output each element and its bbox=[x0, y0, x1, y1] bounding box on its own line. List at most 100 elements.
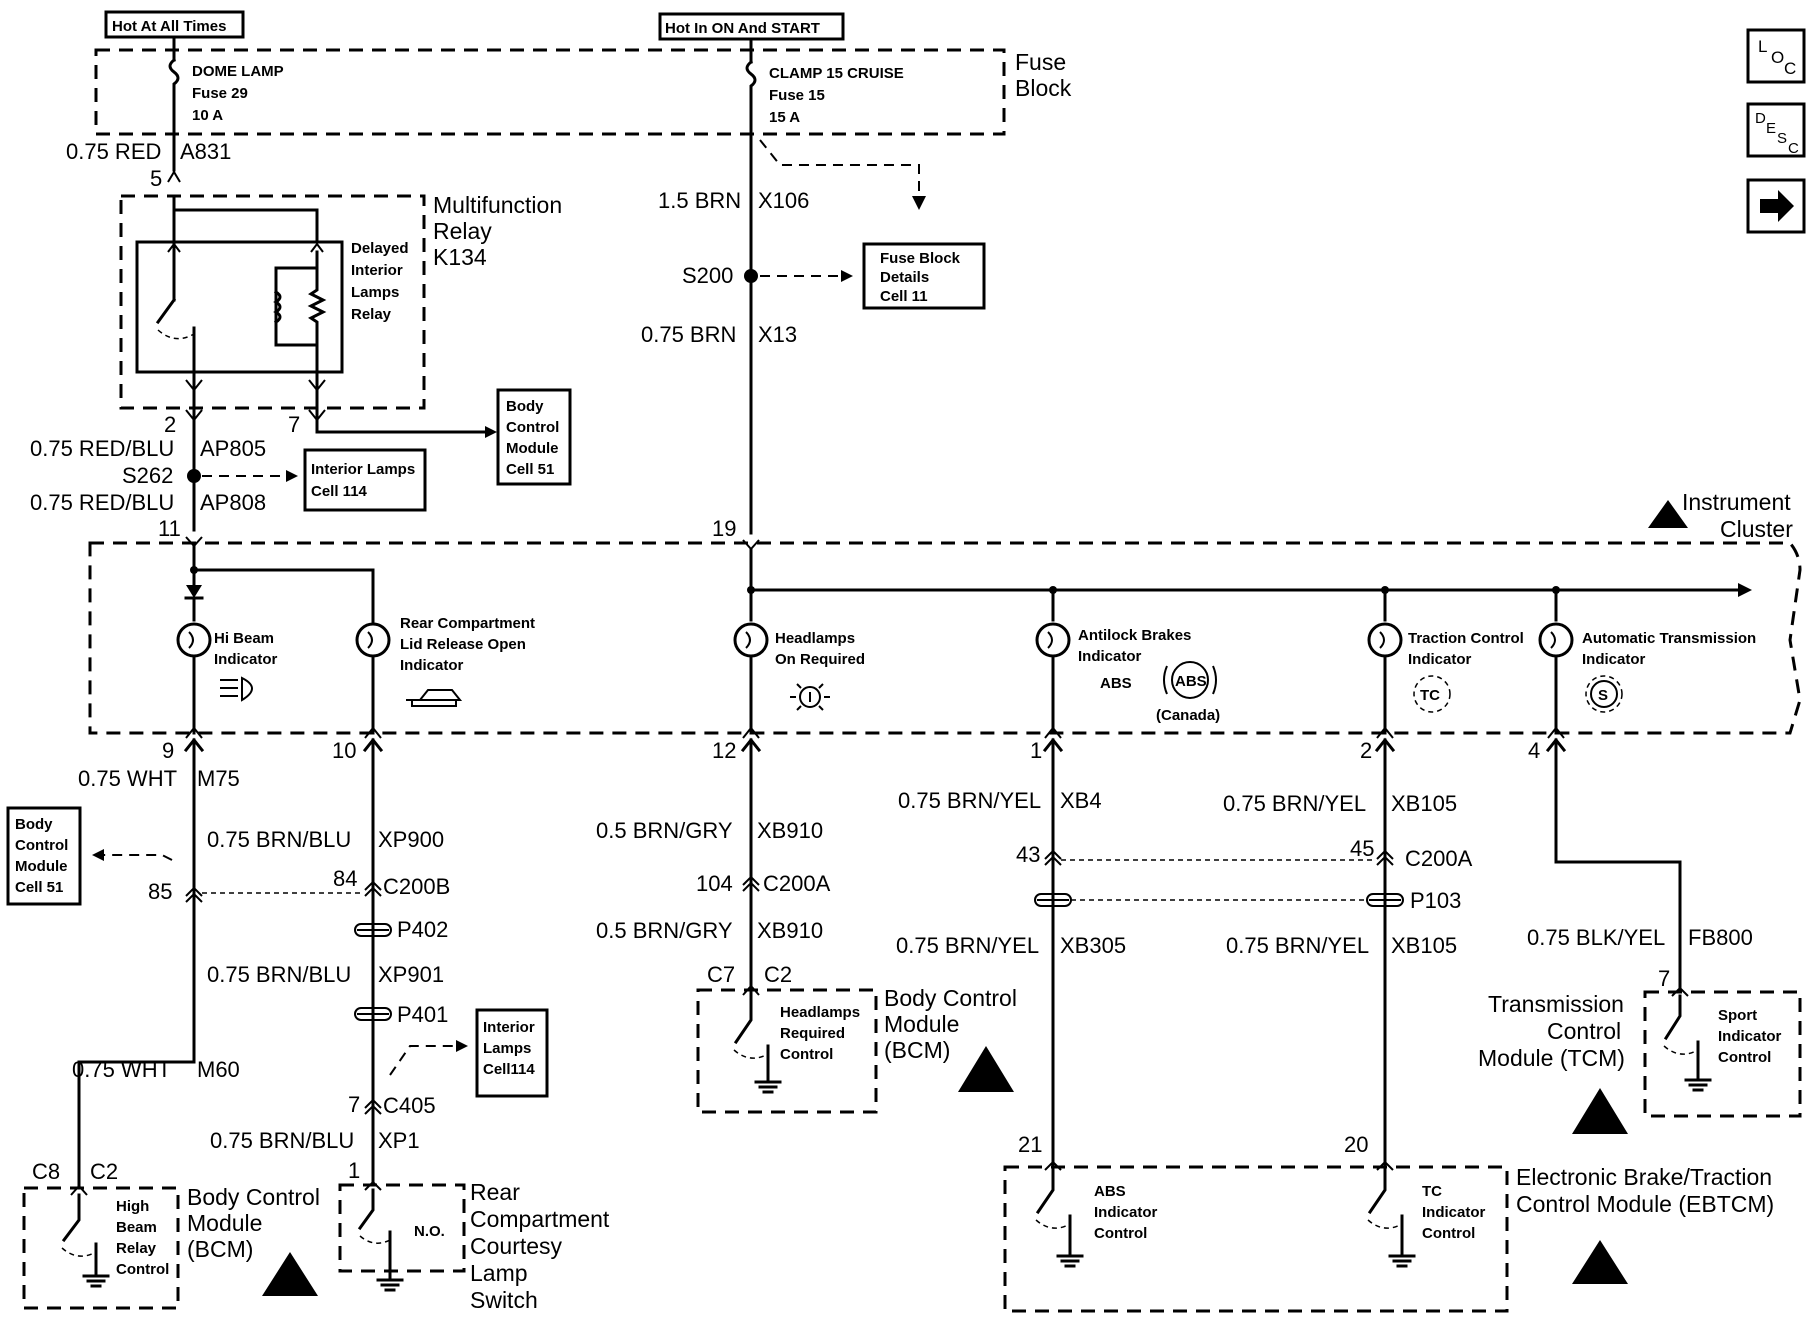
svg-text:21: 21 bbox=[1018, 1132, 1042, 1157]
svg-text:85: 85 bbox=[148, 879, 172, 904]
svg-text:Relay: Relay bbox=[351, 306, 392, 323]
svg-text:ABS: ABS bbox=[1175, 673, 1207, 690]
desc-button[interactable]: D E S C bbox=[1746, 102, 1806, 158]
instrument-cluster-outline bbox=[88, 541, 1802, 735]
svg-text:Beam: Beam bbox=[116, 1219, 157, 1236]
svg-text:(BCM): (BCM) bbox=[187, 1236, 253, 1262]
svg-text:XB4: XB4 bbox=[1060, 788, 1102, 813]
svg-text:19: 19 bbox=[712, 516, 736, 541]
svg-text:15 A: 15 A bbox=[769, 109, 800, 126]
relay-feed-wire bbox=[172, 194, 319, 244]
tcm-outline bbox=[1643, 990, 1802, 1118]
multifunction-relay-label: Multifunction Relay K134 bbox=[433, 192, 562, 270]
svg-text:7: 7 bbox=[1658, 966, 1670, 991]
wire-xb305: 0.75 BRN/YEL XB305 bbox=[896, 933, 1126, 958]
traction-control-indicator: Traction Control Indicator TC bbox=[1367, 622, 1524, 735]
body-control-module-ref-top[interactable]: Body Control Module Cell 51 bbox=[496, 388, 572, 486]
svg-text:Interior: Interior bbox=[351, 262, 403, 279]
svg-text:7: 7 bbox=[348, 1092, 360, 1117]
svg-text:Relay: Relay bbox=[116, 1240, 157, 1257]
svg-text:Cluster: Cluster bbox=[1720, 516, 1793, 542]
svg-text:C: C bbox=[1784, 59, 1796, 78]
svg-text:Cell 51: Cell 51 bbox=[15, 879, 63, 896]
svg-text:Interior: Interior bbox=[483, 1019, 535, 1036]
svg-text:Module: Module bbox=[506, 440, 559, 457]
loc-button[interactable]: L O C bbox=[1746, 28, 1806, 84]
rear-courtesy-switch: N.O. bbox=[357, 1188, 445, 1292]
svg-text:Hot At All Times: Hot At All Times bbox=[112, 18, 226, 35]
svg-text:On Required: On Required bbox=[775, 651, 865, 668]
svg-text:X106: X106 bbox=[758, 188, 809, 213]
interior-lamps-ref-top[interactable]: Interior Lamps Cell 114 bbox=[303, 448, 427, 512]
wire-ap808: 0.75 RED/BLU AP808 11 bbox=[30, 490, 266, 541]
svg-text:Relay: Relay bbox=[433, 218, 492, 244]
svg-text:0.75 BRN: 0.75 BRN bbox=[641, 322, 736, 347]
wire-xp1: 0.75 BRN/BLU XP1 bbox=[210, 1128, 420, 1153]
svg-text:0.75 BRN/BLU: 0.75 BRN/BLU bbox=[210, 1128, 354, 1153]
svg-text:Control: Control bbox=[15, 837, 68, 854]
esd-warning-icon bbox=[1572, 1088, 1628, 1134]
wire-xb910b: 0.5 BRN/GRY XB910 bbox=[596, 918, 823, 943]
svg-text:9: 9 bbox=[162, 738, 174, 763]
fuse-block-details-ref[interactable]: Fuse Block Details Cell 11 bbox=[862, 242, 986, 310]
svg-text:C8: C8 bbox=[32, 1159, 60, 1184]
svg-text:XB305: XB305 bbox=[1060, 933, 1126, 958]
wire-x13: 0.75 BRN X13 19 bbox=[641, 322, 797, 541]
svg-text:C: C bbox=[1788, 140, 1799, 157]
svg-text:Traction Control: Traction Control bbox=[1408, 630, 1524, 647]
dome-lamp-fuse: DOME LAMP Fuse 29 10 A bbox=[168, 35, 284, 172]
svg-text:Module: Module bbox=[884, 1011, 959, 1037]
svg-text:Fuse: Fuse bbox=[1015, 49, 1066, 75]
wire-x106: 1.5 BRN X106 bbox=[658, 188, 809, 213]
splice-s200: S200 bbox=[682, 263, 853, 288]
svg-text:Indicator: Indicator bbox=[1718, 1028, 1782, 1045]
svg-text:DOME LAMP: DOME LAMP bbox=[192, 63, 284, 80]
svg-text:XP901: XP901 bbox=[378, 962, 444, 987]
svg-text:43: 43 bbox=[1016, 842, 1040, 867]
svg-text:12: 12 bbox=[712, 738, 736, 763]
svg-text:1: 1 bbox=[1030, 738, 1042, 763]
svg-text:Electronic Brake/Traction: Electronic Brake/Traction bbox=[1516, 1164, 1772, 1190]
svg-text:Headlamps: Headlamps bbox=[775, 630, 855, 647]
svg-text:104: 104 bbox=[696, 871, 733, 896]
svg-text:Indicator: Indicator bbox=[400, 657, 464, 674]
svg-text:Lid Release Open: Lid Release Open bbox=[400, 636, 526, 653]
trunk-open-icon bbox=[406, 689, 463, 707]
headlamps-indicator: Headlamps On Required bbox=[733, 622, 865, 735]
svg-text:Control Module (EBTCM): Control Module (EBTCM) bbox=[1516, 1191, 1774, 1217]
svg-text:1: 1 bbox=[348, 1158, 360, 1183]
svg-text:(Canada): (Canada) bbox=[1156, 707, 1220, 724]
abs-indicator-control-switch: ABS Indicator Control bbox=[1035, 1168, 1158, 1268]
svg-text:0.75 BRN/YEL: 0.75 BRN/YEL bbox=[1223, 791, 1366, 816]
svg-text:Headlamps: Headlamps bbox=[780, 1004, 860, 1021]
svg-text:0.5 BRN/GRY: 0.5 BRN/GRY bbox=[596, 818, 733, 843]
fuse-block-label: Fuse Block bbox=[1015, 49, 1072, 101]
svg-text:Module: Module bbox=[15, 858, 68, 875]
ebtcm-label: Electronic Brake/Traction Control Module… bbox=[1516, 1164, 1774, 1284]
svg-text:M60: M60 bbox=[197, 1057, 240, 1082]
svg-text:Cell 11: Cell 11 bbox=[880, 288, 928, 305]
svg-text:Indicator: Indicator bbox=[1408, 651, 1472, 668]
interior-lamps-ref-mid[interactable]: Interior Lamps Cell114 bbox=[475, 1008, 549, 1098]
svg-text:0.75 WHT: 0.75 WHT bbox=[78, 766, 177, 791]
delayed-relay-label: Delayed Interior Lamps Relay bbox=[351, 240, 409, 323]
svg-text:Indicator: Indicator bbox=[1078, 648, 1142, 665]
svg-text:Cell114: Cell114 bbox=[483, 1061, 535, 1078]
svg-text:Antilock Brakes: Antilock Brakes bbox=[1078, 627, 1191, 644]
svg-text:AP808: AP808 bbox=[200, 490, 266, 515]
svg-text:Hi Beam: Hi Beam bbox=[214, 630, 274, 647]
svg-text:Body: Body bbox=[15, 816, 53, 833]
next-button[interactable] bbox=[1746, 178, 1806, 234]
body-control-module-ref-left[interactable]: Body Control Module Cell 51 bbox=[6, 806, 82, 906]
svg-text:0.75 BRN/BLU: 0.75 BRN/BLU bbox=[207, 962, 351, 987]
svg-text:Cell 114: Cell 114 bbox=[311, 483, 368, 500]
headlamps-required-control-switch: Headlamps Required Control bbox=[733, 993, 860, 1094]
svg-text:Sport: Sport bbox=[1718, 1007, 1757, 1024]
svg-text:ABS: ABS bbox=[1100, 675, 1132, 692]
svg-text:Block: Block bbox=[1015, 75, 1072, 101]
svg-text:10 A: 10 A bbox=[192, 107, 223, 124]
bcm-left-label: Body Control Module (BCM) bbox=[187, 1184, 320, 1296]
svg-text:Control: Control bbox=[1547, 1018, 1621, 1044]
bcm-mid-outline bbox=[696, 988, 878, 1114]
svg-text:Required: Required bbox=[780, 1025, 845, 1042]
